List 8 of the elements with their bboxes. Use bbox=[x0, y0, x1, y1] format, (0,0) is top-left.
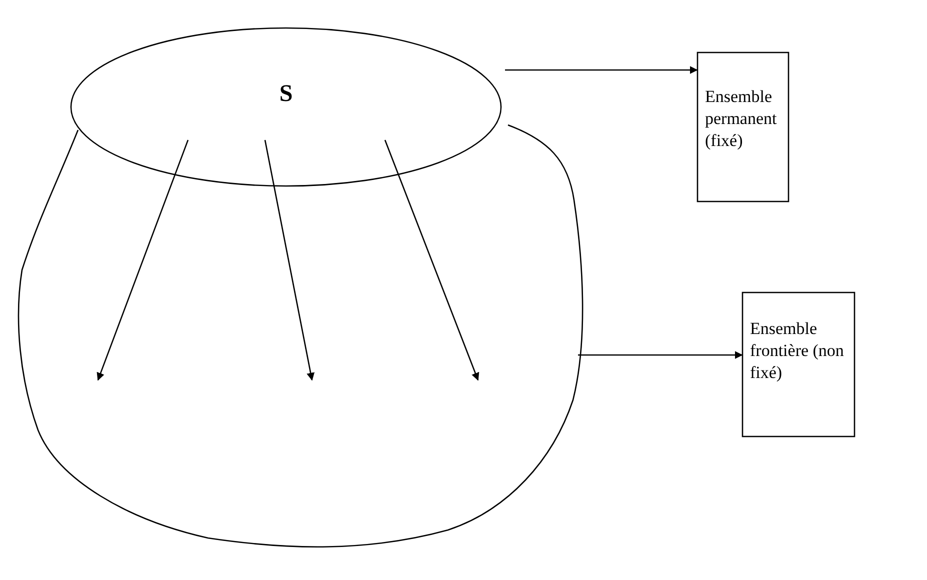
arrow bbox=[264, 140, 315, 381]
box-label: Ensemble permanent (fixé) bbox=[705, 86, 778, 152]
box-label: Ensemble frontière (non fixé) bbox=[750, 318, 845, 384]
arrow bbox=[578, 351, 743, 359]
arrow bbox=[384, 140, 480, 381]
set-label: S bbox=[278, 80, 294, 109]
arrow bbox=[96, 140, 189, 381]
arrow bbox=[505, 66, 698, 74]
